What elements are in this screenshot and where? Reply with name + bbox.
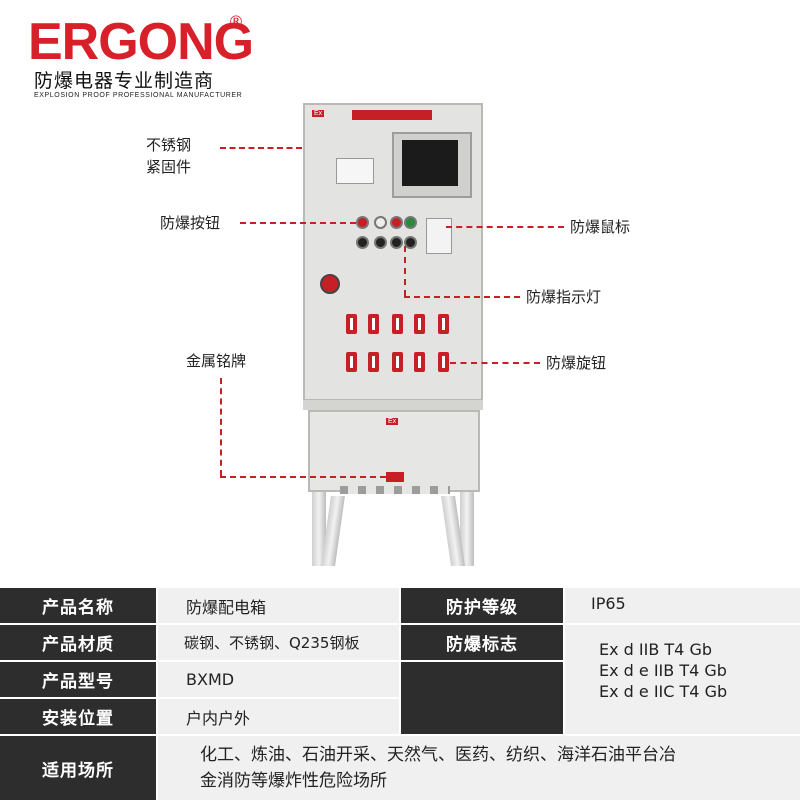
spec-usage-value-line2: 金消防等爆炸性危险场所 — [200, 771, 387, 791]
spec-material-value: 碳钢、不锈钢、Q235钢板 — [158, 625, 399, 660]
cable-glands — [340, 486, 450, 494]
cabinet-flange — [303, 400, 483, 410]
spec-material-label: 产品材质 — [0, 625, 156, 660]
spec-usage-value-line1: 化工、炼油、石油开采、天然气、医药、纺织、海洋石油平台冶 — [200, 745, 676, 765]
callout-line — [404, 246, 406, 296]
cabinet-top-label-bar — [352, 110, 432, 120]
callout-line — [404, 296, 520, 298]
rotary-knob — [346, 352, 357, 372]
meter-panel — [336, 158, 374, 184]
rotary-knob — [438, 314, 449, 334]
rotary-knob — [392, 352, 403, 372]
callout-line — [240, 222, 356, 224]
explosion-proof-mouse — [426, 218, 452, 254]
cabinet-leg-left — [312, 492, 326, 566]
rotary-knob — [368, 352, 379, 372]
spec-model-value: BXMD — [158, 662, 399, 697]
callout-button: 防爆按钮 — [160, 214, 221, 232]
push-button — [404, 216, 417, 229]
spec-protection-value: IP65 — [565, 588, 800, 623]
push-button — [356, 216, 369, 229]
spec-exmark-values: Ex d IIB T4 Gb Ex d e IIB T4 Gb Ex d e I… — [565, 625, 800, 734]
spec-name-value: 防爆配电箱 — [158, 588, 399, 623]
spec-exmark-label-extension — [401, 662, 563, 734]
spec-usage-value: 化工、炼油、石油开采、天然气、医药、纺织、海洋石油平台冶 金消防等爆炸性危险场所 — [158, 736, 800, 800]
callout-line — [450, 362, 540, 364]
indicator-lamp — [404, 236, 417, 249]
spec-name-label: 产品名称 — [0, 588, 156, 623]
spec-exmark-value: Ex d e IIC T4 Gb — [599, 682, 728, 701]
indicator-lamp — [390, 236, 403, 249]
callout-nameplate: 金属铭牌 — [186, 352, 247, 370]
spec-usage-label: 适用场所 — [0, 736, 156, 800]
rotary-knob — [438, 352, 449, 372]
rotary-knob — [414, 352, 425, 372]
rotary-knob — [392, 314, 403, 334]
display-window — [402, 140, 458, 186]
callout-line — [220, 476, 386, 478]
callout-stainless-fastener-line1: 不锈钢 — [146, 136, 192, 154]
callout-stainless-fastener-line2: 紧固件 — [146, 158, 192, 176]
spec-install-label: 安装位置 — [0, 699, 156, 734]
spec-model-label: 产品型号 — [0, 662, 156, 697]
rotary-knob — [368, 314, 379, 334]
cabinet-leg-right — [460, 492, 474, 566]
metal-nameplate — [386, 472, 404, 482]
callout-line — [220, 378, 222, 476]
main-switch — [320, 274, 340, 294]
callout-indicator: 防爆指示灯 — [526, 288, 602, 306]
spec-exmark-value: Ex d IIB T4 Gb — [599, 640, 712, 659]
push-button — [374, 216, 387, 229]
callout-mouse: 防爆鼠标 — [570, 218, 631, 236]
spec-exmark-value: Ex d e IIB T4 Gb — [599, 661, 727, 680]
rotary-knob — [346, 314, 357, 334]
spec-install-value: 户内户外 — [158, 699, 399, 734]
ex-mark-lower: Ex — [386, 418, 399, 425]
spec-exmark-label: 防爆标志 — [401, 625, 563, 660]
callout-line — [220, 147, 302, 149]
brand-logo: ERGONG — [28, 13, 254, 71]
push-button — [390, 216, 403, 229]
callout-knob: 防爆旋钮 — [546, 354, 607, 372]
brand-tagline-en: EXPLOSION PROOF PROFESSIONAL MANUFACTURE… — [34, 92, 243, 99]
rotary-knob — [414, 314, 425, 334]
indicator-lamp — [374, 236, 387, 249]
spec-protection-label: 防护等级 — [401, 588, 563, 623]
ex-mark-upper: Ex — [312, 110, 325, 117]
callout-line — [446, 226, 564, 228]
callout-stainless-fastener: 不锈钢 紧固件 — [146, 134, 191, 178]
indicator-lamp — [356, 236, 369, 249]
brand-tagline-cn: 防爆电器专业制造商 — [34, 70, 215, 92]
registered-mark: ® — [228, 12, 244, 31]
